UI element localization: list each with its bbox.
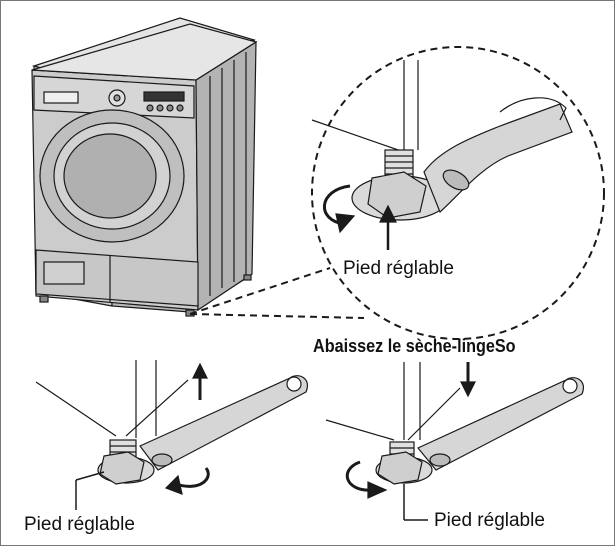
display-window xyxy=(43,91,79,104)
zoom-callout xyxy=(189,46,605,340)
adjustable-foot-label-right: Pied réglable xyxy=(434,510,545,531)
lower-foot-illustration xyxy=(325,362,584,521)
zoom-foot-detail xyxy=(311,60,573,250)
adjustable-foot-label-left: Pied réglable xyxy=(24,514,135,535)
door-glass xyxy=(63,133,157,219)
raise-foot-illustration xyxy=(35,360,308,510)
adjustable-foot-label-zoom: Pied réglable xyxy=(343,258,454,279)
lower-dryer-caption: Abaissez le sèche-lingeSo xyxy=(313,336,516,356)
